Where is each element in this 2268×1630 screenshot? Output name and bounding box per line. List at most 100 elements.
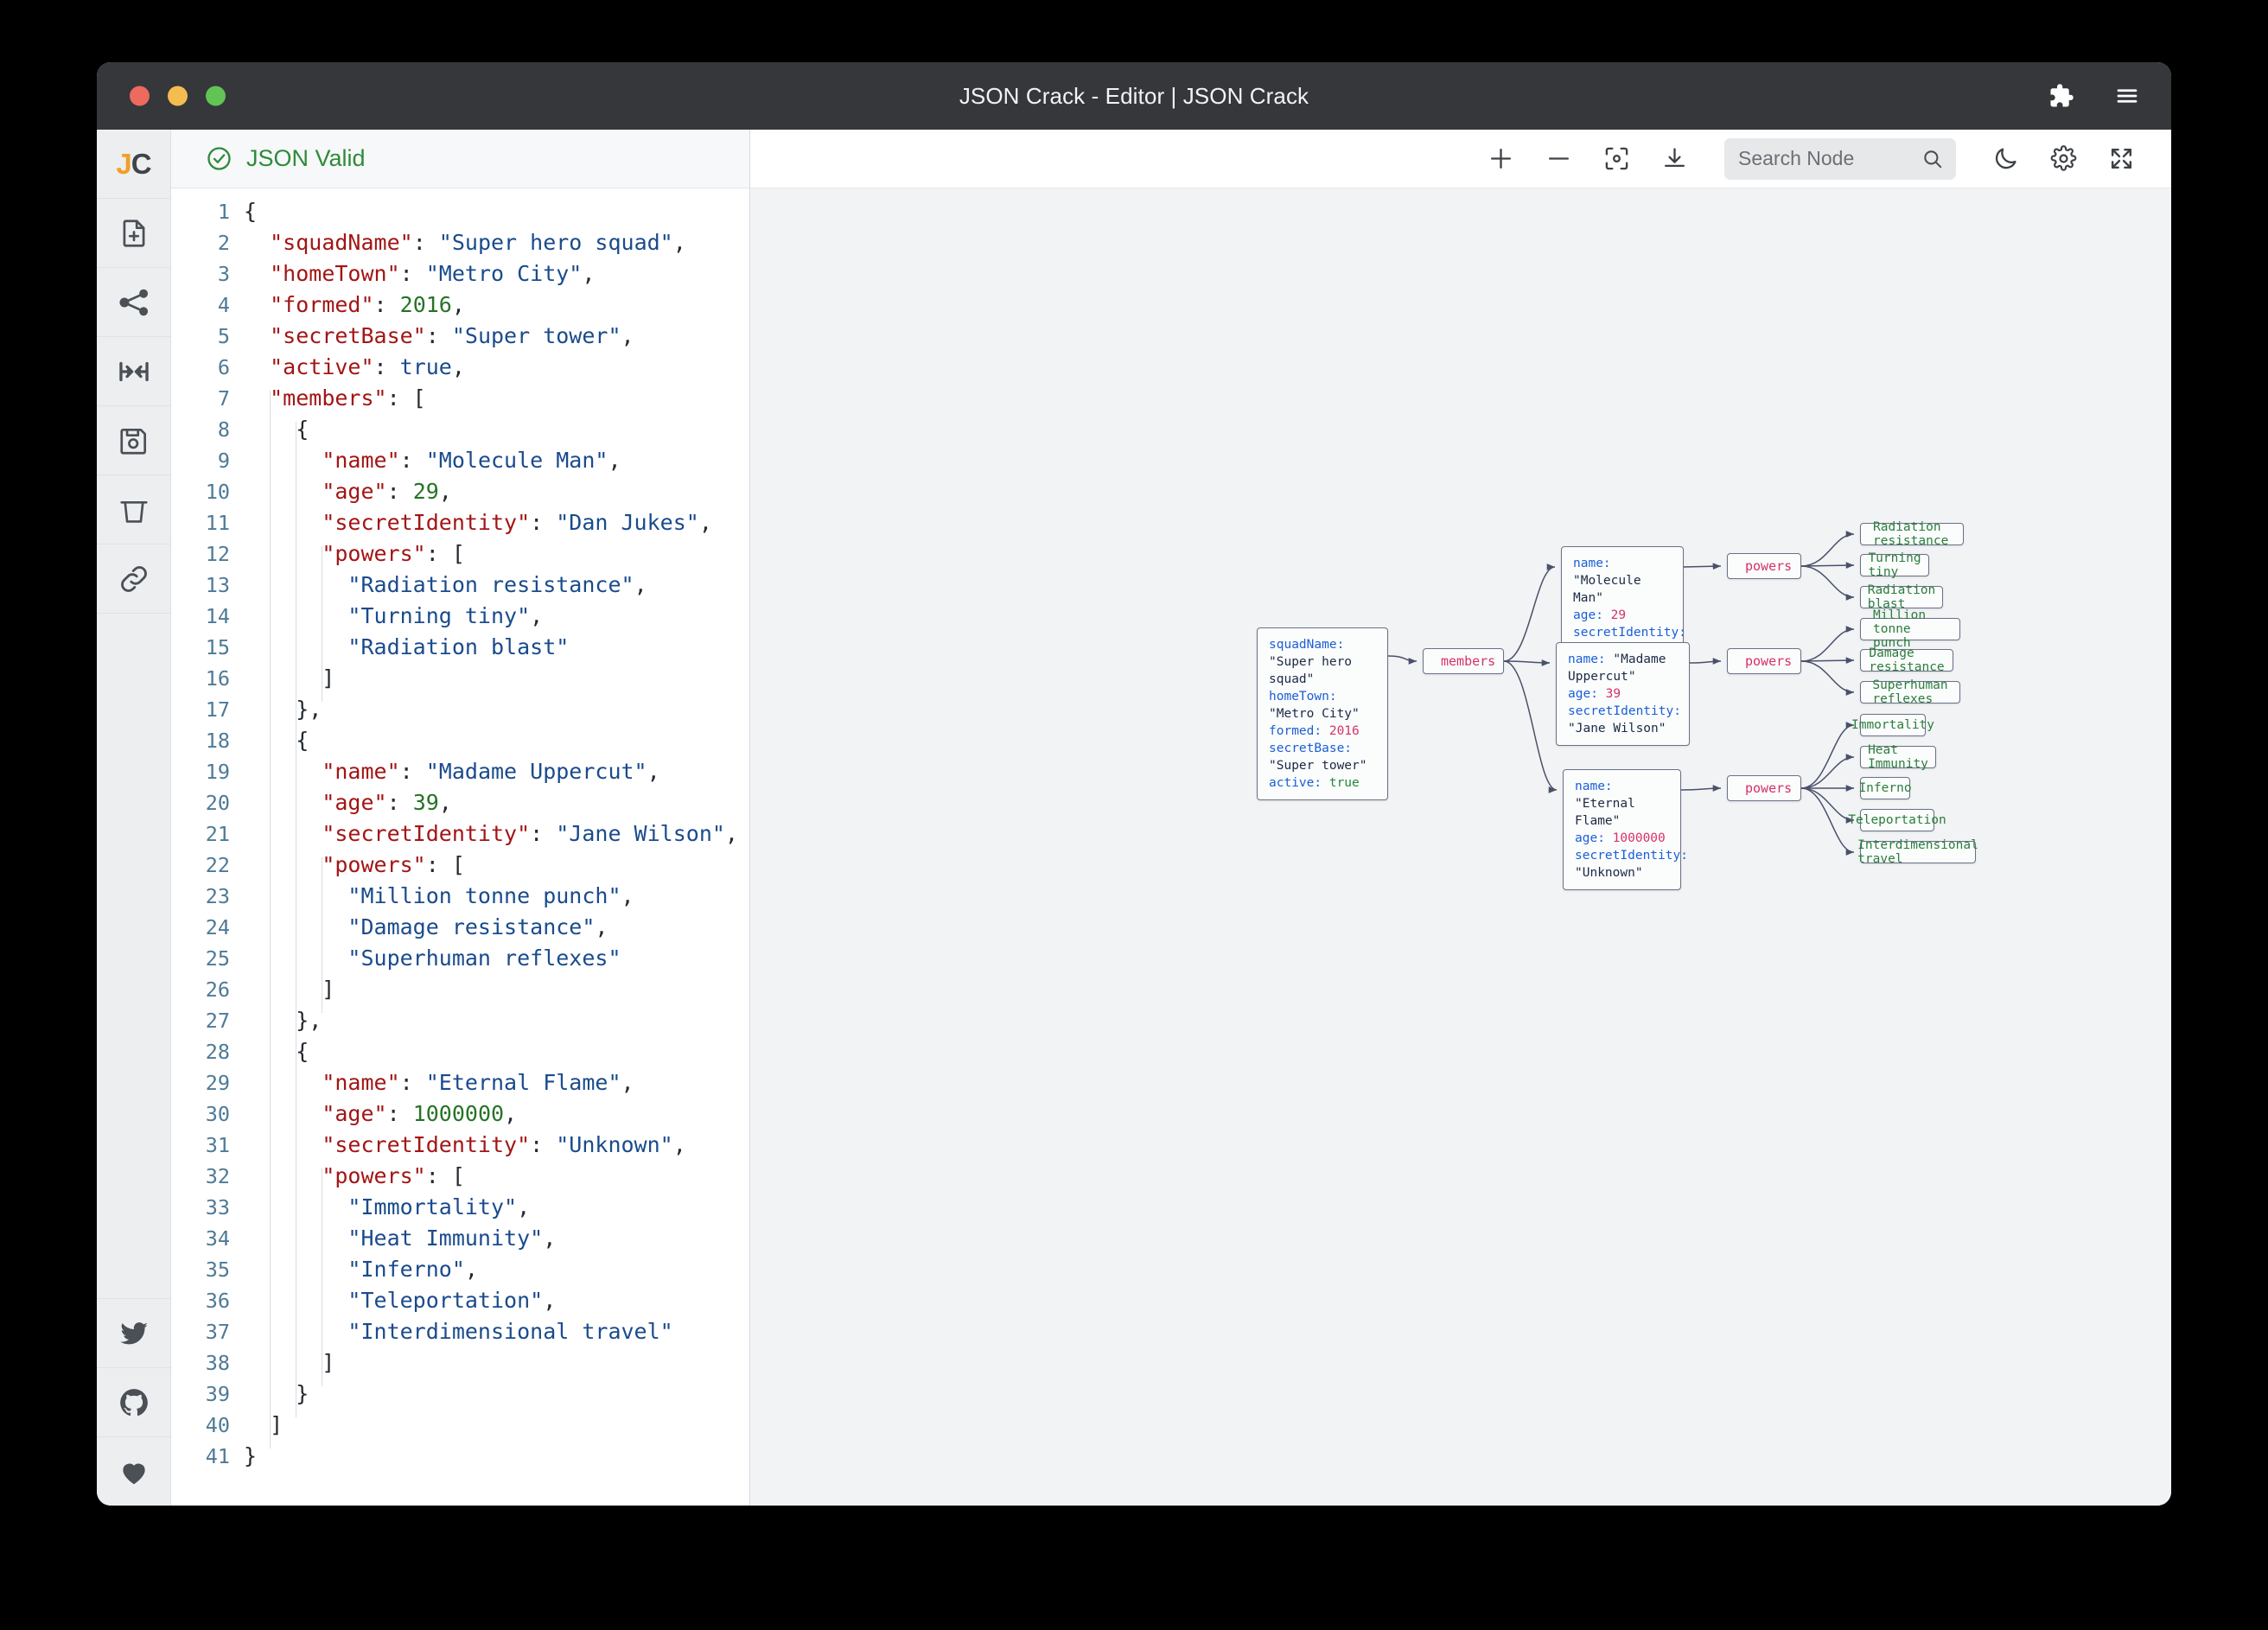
line-number: 33: [205, 1195, 230, 1219]
graph-node-powers-0[interactable]: powers: [1727, 553, 1801, 579]
line-number: 5: [217, 324, 230, 348]
graph-edge: [1503, 563, 1556, 662]
collapse-expand-icon: [118, 355, 150, 388]
line-number: 1: [217, 200, 230, 224]
sidebar-item-sponsor[interactable]: [97, 1436, 170, 1506]
logo-letter-c: C: [131, 147, 152, 180]
code-line: "age": 1000000,: [322, 1101, 518, 1126]
node-property-key: formed:: [1269, 724, 1329, 738]
sidebar-item-collapse-expand[interactable]: [97, 337, 170, 406]
node-property: active: true: [1269, 774, 1360, 792]
graph-node-members[interactable]: members: [1423, 648, 1504, 674]
search-node-box[interactable]: [1724, 137, 1956, 180]
puzzle-piece-icon[interactable]: [2048, 83, 2074, 109]
minimize-window-button[interactable]: [168, 86, 188, 106]
sidebar-item-link-share[interactable]: [97, 544, 170, 614]
code-line: ]: [244, 977, 335, 1002]
sidebar-item-save-file[interactable]: [97, 406, 170, 475]
twitter-icon: [118, 1317, 150, 1350]
graph-edge: [1387, 655, 1418, 665]
node-property-value: "Madame Uppercut": [1568, 653, 1666, 684]
sidebar-item-share-nodes[interactable]: [97, 268, 170, 337]
code-content[interactable]: { "squadName": "Super hero squad", "home…: [244, 196, 749, 1506]
sidebar-item-twitter[interactable]: [97, 1298, 170, 1367]
zoom-out-icon[interactable]: [1545, 145, 1572, 172]
node-property-key: name:: [1568, 653, 1614, 666]
line-number: 21: [205, 822, 230, 846]
graph-node-power-1-2[interactable]: Superhuman reflexes: [1860, 678, 1960, 706]
center-view-icon[interactable]: [1603, 145, 1630, 172]
sidebar-spacer: [97, 614, 170, 1298]
sidebar-item-github[interactable]: [97, 1367, 170, 1436]
line-number: 7: [217, 386, 230, 411]
node-property-key: age:: [1575, 831, 1613, 845]
graph-node-power-0-2[interactable]: Radiation blast: [1860, 583, 1943, 611]
graph-node-power-0-0[interactable]: Radiation resistance: [1860, 520, 1964, 548]
line-number: 14: [205, 604, 230, 628]
maximize-window-button[interactable]: [206, 86, 226, 106]
graph-node-power-2-1[interactable]: Heat Immunity: [1860, 743, 1936, 771]
share-nodes-icon: [118, 286, 150, 319]
node-property: secretBase: "Super tower": [1269, 740, 1376, 774]
node-property-key: secretBase:: [1269, 742, 1353, 755]
trash-icon: [118, 493, 150, 526]
graph-node-root[interactable]: squadName: "Super hero squad"homeTown: "…: [1257, 627, 1388, 800]
code-line: }: [244, 1443, 258, 1468]
graph-node-power-2-4[interactable]: Interdimensional travel: [1857, 838, 1978, 866]
node-property-value: 1000000: [1612, 831, 1666, 845]
node-property: squadName: "Super hero squad": [1269, 636, 1376, 688]
line-number: 15: [205, 635, 230, 659]
fullscreen-icon[interactable]: [2108, 145, 2135, 172]
graph-node-power-2-2[interactable]: Inferno: [1858, 777, 1912, 799]
sidebar-item-delete-trash[interactable]: [97, 475, 170, 544]
hamburger-menu-icon[interactable]: [2114, 83, 2140, 109]
gear-icon[interactable]: [2050, 145, 2077, 172]
code-line: "Superhuman reflexes": [347, 946, 621, 971]
title-bar: JSON Crack - Editor | JSON Crack: [97, 62, 2171, 130]
graph-node-power-2-3[interactable]: Teleportation: [1848, 809, 1946, 831]
search-icon[interactable]: [1921, 148, 1944, 170]
line-number: 34: [205, 1226, 230, 1251]
node-property-value: 29: [1610, 608, 1627, 622]
code-line: "powers": [: [322, 541, 465, 566]
graph-node-power-1-1[interactable]: Damage resistance: [1860, 646, 1953, 674]
download-icon[interactable]: [1661, 145, 1688, 172]
graph-node-power-1-0[interactable]: Million tonne punch: [1860, 608, 1960, 650]
line-number: 29: [205, 1071, 230, 1095]
node-property-key: name:: [1575, 780, 1613, 793]
graph-node-powers-1[interactable]: powers: [1727, 648, 1801, 674]
graph-edge: [1689, 658, 1722, 665]
json-status-bar: JSON Valid: [171, 130, 749, 188]
graph-node-power-2-0[interactable]: Immortality: [1851, 714, 1934, 736]
close-window-button[interactable]: [130, 86, 150, 106]
line-number: 39: [205, 1382, 230, 1406]
sidebar-item-new-document[interactable]: [97, 199, 170, 268]
line-number: 17: [205, 697, 230, 722]
graph-node-power-0-1[interactable]: Turning tiny: [1860, 551, 1929, 579]
node-label: powers: [1745, 557, 1793, 574]
code-line: },: [244, 1008, 322, 1033]
graph-canvas[interactable]: squadName: "Super hero squad" homeTown: "…: [750, 188, 2171, 1506]
code-line: "Inferno",: [347, 1257, 478, 1282]
line-number: 12: [205, 542, 230, 566]
line-number: 38: [205, 1351, 230, 1375]
heart-icon: [118, 1455, 150, 1488]
node-property: formed: 2016: [1269, 723, 1360, 740]
graph-edge: [1800, 787, 1855, 824]
moon-icon[interactable]: [1992, 145, 2019, 172]
zoom-in-icon[interactable]: [1488, 145, 1514, 172]
code-line: ]: [244, 1350, 335, 1375]
node-property-key: age:: [1573, 608, 1611, 622]
code-line: "Damage resistance",: [347, 914, 608, 939]
node-property-key: homeTown:: [1269, 690, 1337, 704]
graph-node-powers-2[interactable]: powers: [1727, 775, 1801, 801]
search-input[interactable]: [1738, 147, 1914, 170]
line-number: 9: [217, 449, 230, 473]
